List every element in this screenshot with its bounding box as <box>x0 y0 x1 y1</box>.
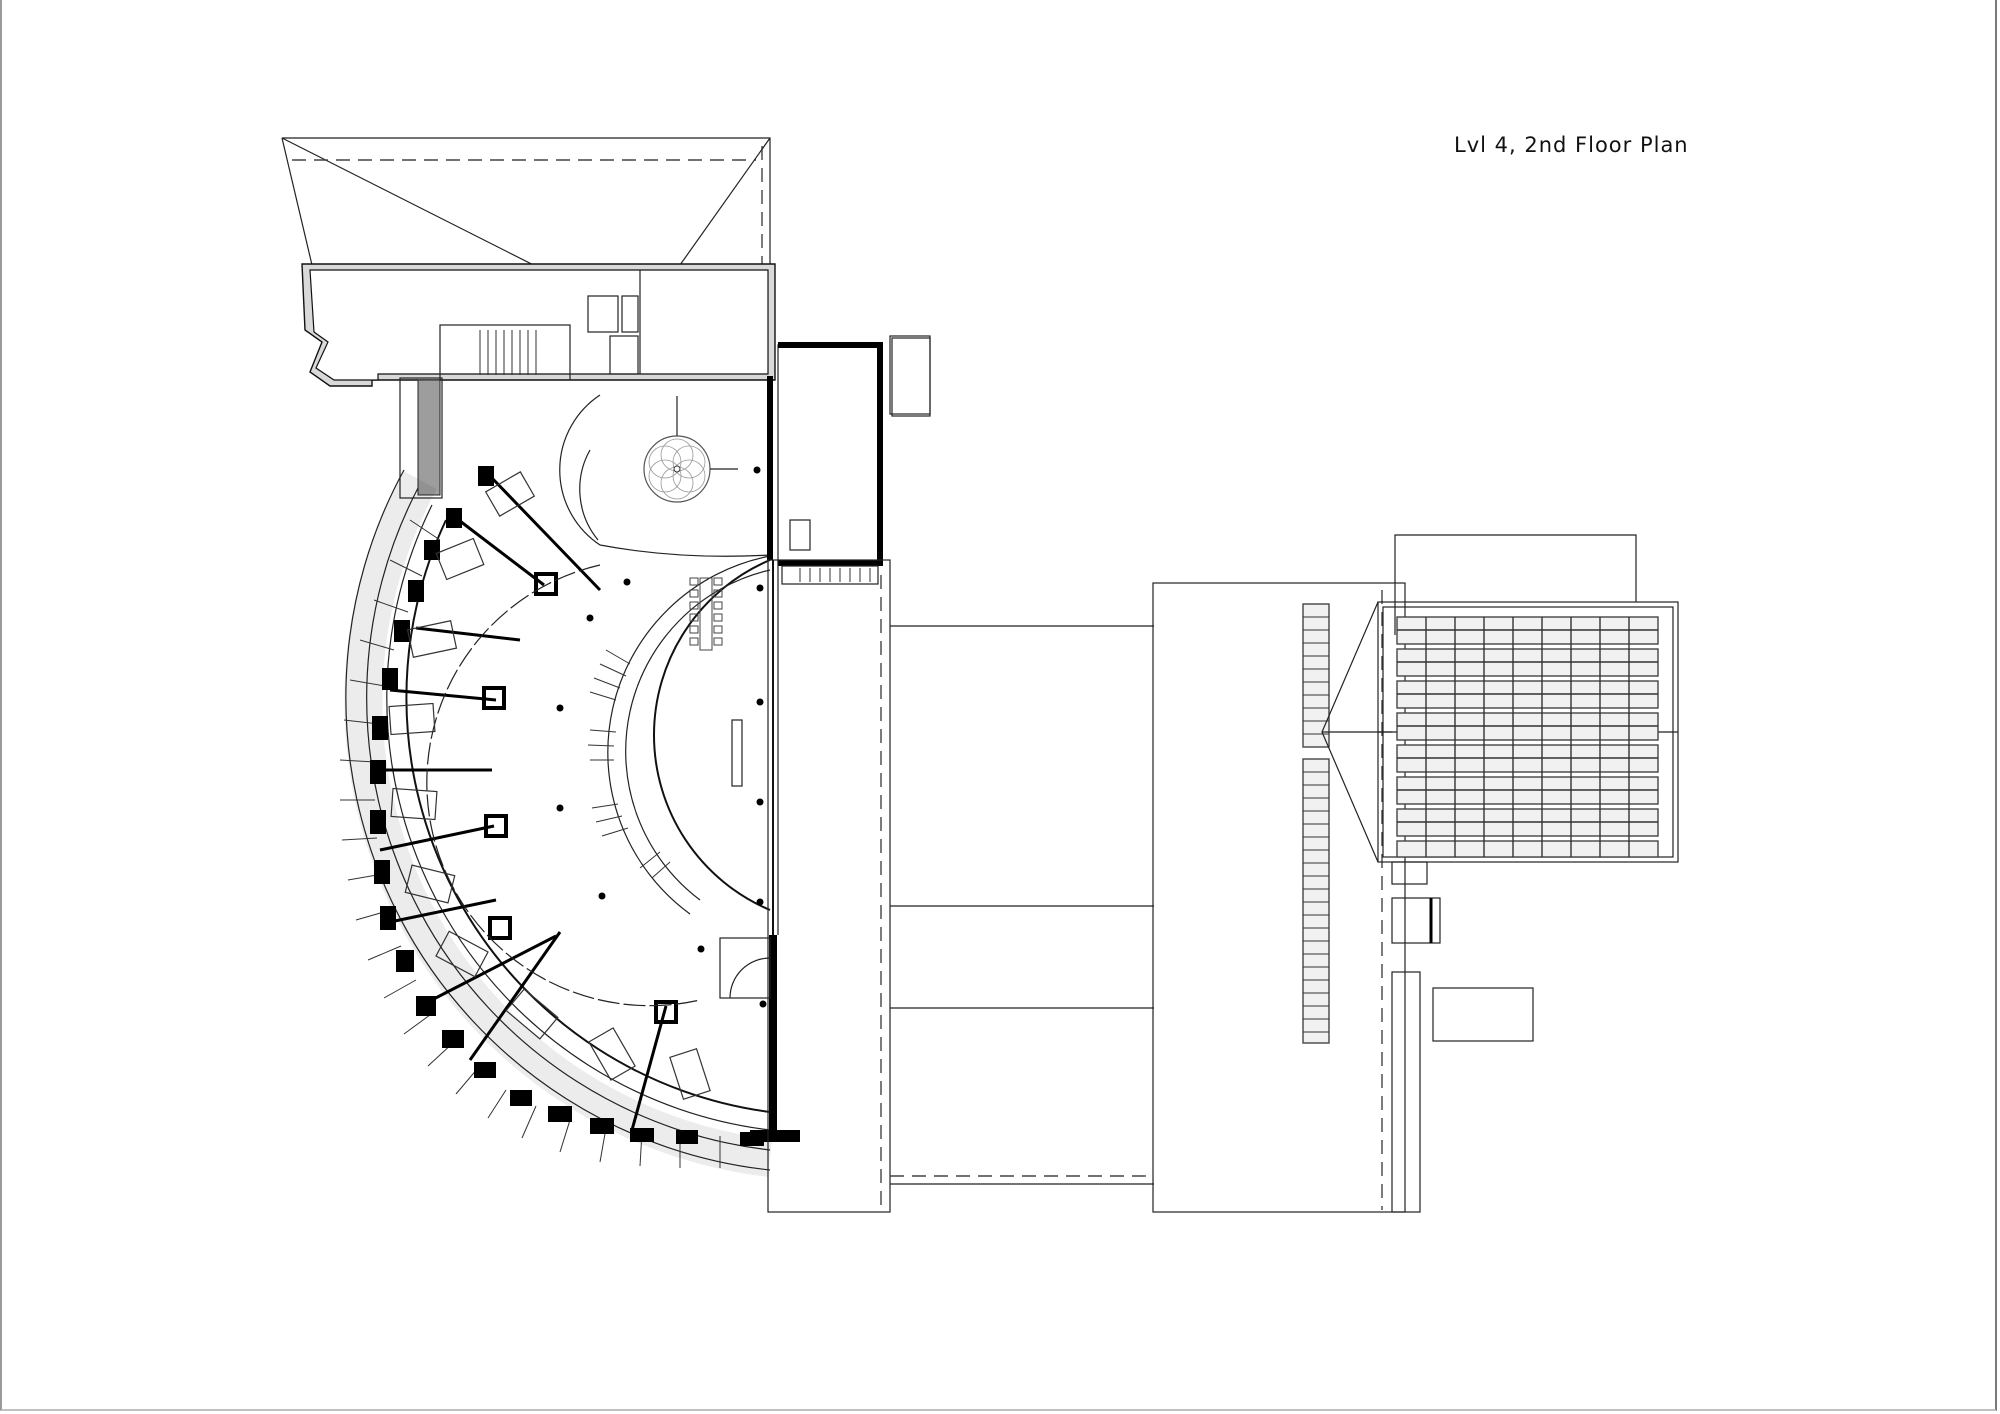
office-ring <box>339 466 800 1177</box>
service-wing <box>301 263 776 387</box>
office-desks <box>388 471 711 1101</box>
east-wall <box>719 376 779 1135</box>
atrium <box>587 555 771 915</box>
right-block <box>1152 534 1637 1213</box>
office-partitions <box>379 474 668 1131</box>
solar-strip <box>1302 603 1330 1044</box>
rosette-atrium <box>559 394 771 557</box>
structural-piers <box>370 466 800 1146</box>
exterior-stair <box>399 377 443 499</box>
middle-block <box>767 335 1154 1213</box>
service-room <box>777 337 931 585</box>
column-dots <box>556 466 767 1008</box>
solar-array <box>1377 601 1679 863</box>
column-boxes <box>482 572 678 1024</box>
drawing-title: Lvl 4, 2nd Floor Plan <box>1454 133 1689 157</box>
